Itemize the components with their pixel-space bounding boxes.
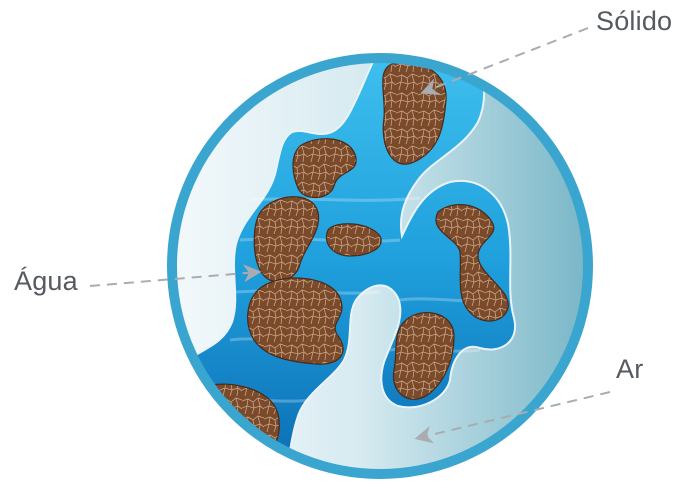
solid-label: Sólido <box>596 6 672 37</box>
air-label: Ar <box>616 354 643 385</box>
water-label: Água <box>14 266 78 297</box>
